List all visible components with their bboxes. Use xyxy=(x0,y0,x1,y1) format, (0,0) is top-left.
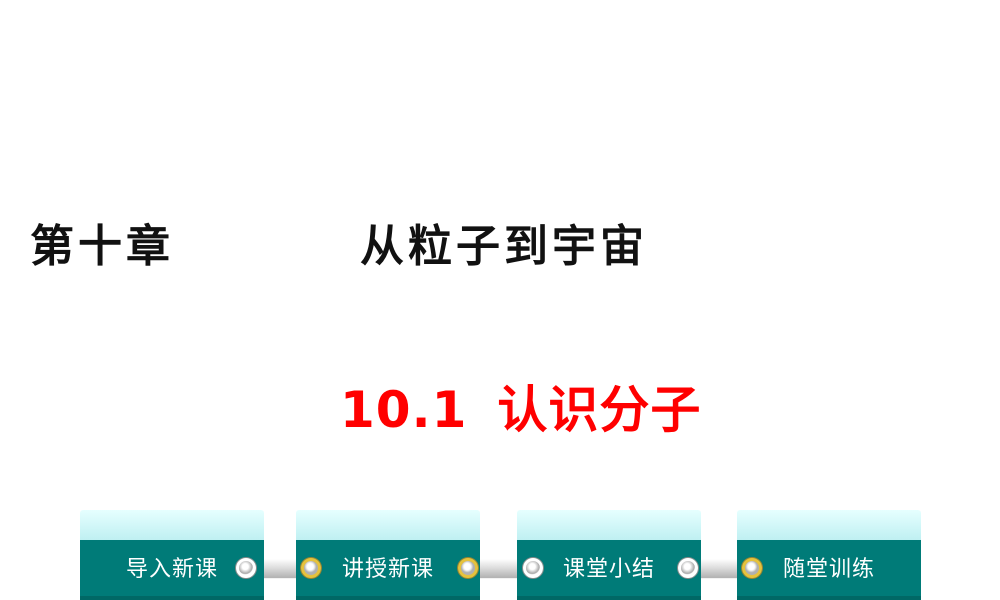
connector-knob-icon xyxy=(678,558,698,578)
connector-knob-icon xyxy=(458,558,478,578)
connector-knob-icon xyxy=(523,558,543,578)
connector-knob-icon xyxy=(236,558,256,578)
nav-button-label: 导入新课 xyxy=(125,557,218,582)
connector-knob-icon xyxy=(301,558,321,578)
nav-button-intro[interactable]: 导入新课 xyxy=(80,510,264,600)
nav-button-practice[interactable]: 随堂训练 xyxy=(737,510,921,600)
section-code: 10.1 xyxy=(340,381,468,439)
section-name: 认识分子 xyxy=(497,381,702,439)
section-title: 10.1 认识分子 xyxy=(340,370,701,442)
nav-button-label: 讲授新课 xyxy=(341,557,434,582)
chapter-name: 从粒子到宇宙 xyxy=(360,221,648,272)
nav-button-summary[interactable]: 课堂小结 xyxy=(517,510,701,600)
connector-knob-icon xyxy=(742,558,762,578)
chapter-title: 第十章 从粒子到宇宙 xyxy=(30,210,648,274)
chapter-number: 第十章 xyxy=(30,221,174,272)
nav-button-label: 课堂小结 xyxy=(562,557,655,582)
nav-button-lecture[interactable]: 讲授新课 xyxy=(296,510,480,600)
nav-button-label: 随堂训练 xyxy=(782,557,875,582)
